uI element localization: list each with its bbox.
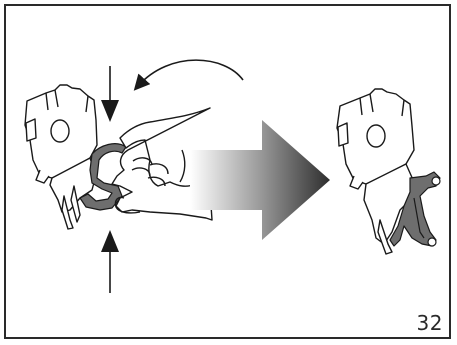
page-number: 32 [417, 311, 443, 335]
gradient-right-arrow-icon [190, 120, 330, 240]
curved-rotate-arrow-icon [138, 60, 243, 86]
